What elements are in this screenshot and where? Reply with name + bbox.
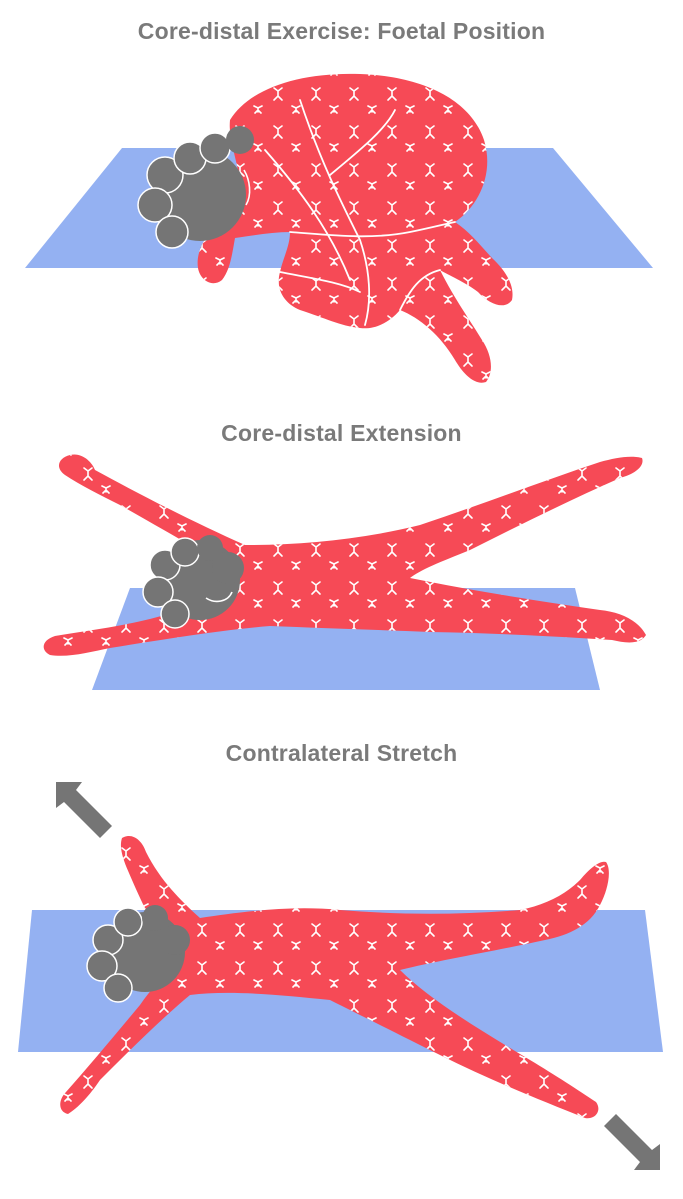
person-figure-icon — [60, 835, 609, 1119]
panel-title-extension: Core-distal Extension — [221, 420, 462, 446]
hair-icon — [86, 905, 190, 1003]
direction-arrow-icon — [56, 782, 660, 1170]
panel-title-contralateral: Contralateral Stretch — [225, 740, 458, 766]
hair-icon — [137, 126, 254, 249]
person-figure-icon — [43, 454, 646, 656]
panel-title-foetal: Core-distal Exercise: Foetal Position — [137, 18, 546, 44]
hair-icon — [142, 535, 244, 629]
foetal-panel — [25, 73, 653, 383]
contralateral-panel — [18, 782, 663, 1170]
person-figure-icon — [137, 73, 513, 383]
extension-panel — [43, 454, 646, 690]
